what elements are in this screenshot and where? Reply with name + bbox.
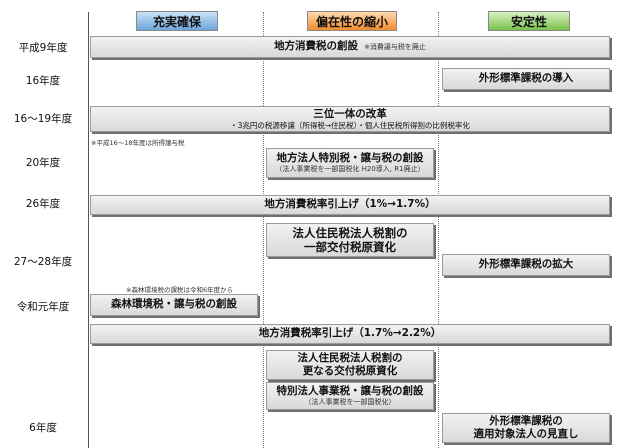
event-tokubetsu-hojin-jigyozei: 特別法人事業税・譲与税の創設 （法人事業税を一部国税化） xyxy=(266,382,434,410)
event-chiho-shohizei-sosetsu: 地方消費税の創設 ※消費譲与税を廃止 xyxy=(90,36,610,58)
event-title-line1: 外形標準課税の xyxy=(489,414,563,427)
event-zeiritsu-hikiage-2: 地方消費税率引上げ（1.7%→2.2%） xyxy=(90,324,610,344)
year-16-19: 16～19年度 xyxy=(13,113,73,125)
event-sub: （法人事業税を一部国税化） xyxy=(304,398,396,407)
event-title: 三位一体の改革 xyxy=(313,107,387,120)
year-20: 20年度 xyxy=(25,157,61,169)
column-line-left xyxy=(88,12,89,448)
event-gaikei-hyojun-donyu: 外形標準課税の導入 xyxy=(442,68,610,90)
column-line-mid-left xyxy=(263,12,264,448)
event-title: 地方消費税率引上げ（1.7%→2.2%） xyxy=(258,327,442,340)
column-line-mid-right xyxy=(438,12,439,448)
header-jujitsu-kakuho: 充実確保 xyxy=(136,11,218,31)
year-27-28: 27～28年度 xyxy=(13,256,73,268)
event-gaikei-hyojun-minaoshi: 外形標準課税の 適用対象法人の見直し xyxy=(442,413,610,443)
event-detail: ・3兆円の税源移譲（所得税→住民税）・個人住民税所得割の比例税率化 xyxy=(230,120,470,130)
header-henzaisei-shukusho: 偏在性の縮小 xyxy=(307,11,397,31)
event-title-line2: 一部交付税原資化 xyxy=(304,240,396,254)
event-sanmi-ittai-kaikaku: 三位一体の改革 ・3兆円の税源移譲（所得税→住民税）・個人住民税所得割の比例税率… xyxy=(90,106,610,132)
event-title-line2: 更なる交付税原資化 xyxy=(302,365,398,377)
year-reiwa1: 令和元年度 xyxy=(16,301,70,313)
event-title: 外形標準課税の導入 xyxy=(478,72,574,85)
year-16: 16年度 xyxy=(25,75,61,87)
event-note: ※消費譲与税を廃止 xyxy=(364,43,426,52)
event-title-line2: 適用対象法人の見直し xyxy=(473,428,579,440)
event-kofuzei-genshika: 法人住民税法人税割の 一部交付税原資化 xyxy=(266,223,434,257)
header-anteisei: 安定性 xyxy=(488,11,570,31)
year-heisei9: 平成9年度 xyxy=(18,42,68,54)
event-title: 外形標準課税の拡大 xyxy=(478,258,574,271)
event-chiho-hojin-tokubetsu: 地方法人特別税・譲与税の創設 （法人事業税を一部国税化 H20導入, R1廃止） xyxy=(266,148,434,178)
event-title: 地方消費税率引上げ（1%→1.7%） xyxy=(264,198,436,211)
year-6: 6年度 xyxy=(29,422,57,434)
event-title: 地方消費税の創設 xyxy=(274,40,359,53)
event-title-line1: 法人住民税法人税割の xyxy=(292,225,408,240)
event-sarani-kofuzei-genshika: 法人住民税法人税割の 更なる交付税原資化 xyxy=(266,350,434,380)
shinrin-kankyozei-note: ※森林環境税の課税は令和6年度から xyxy=(126,286,234,294)
event-zeiritsu-hikiage-1: 地方消費税率引上げ（1%→1.7%） xyxy=(90,195,610,215)
event-sub: （法人事業税を一部国税化 H20導入, R1廃止） xyxy=(275,165,425,174)
shotoku-joyozei-note: ※平成16～18年度は所得譲与税 xyxy=(91,139,185,147)
event-gaikei-hyojun-kakudai: 外形標準課税の拡大 xyxy=(442,254,610,276)
event-title: 森林環境税・譲与税の創設 xyxy=(111,298,237,311)
event-title-line1: 法人住民税法人税割の xyxy=(297,351,403,364)
event-title: 地方法人特別税・譲与税の創設 xyxy=(276,152,424,165)
year-26: 26年度 xyxy=(25,198,61,210)
event-shinrin-kankyozei: 森林環境税・譲与税の創設 xyxy=(90,294,258,316)
event-title: 特別法人事業税・譲与税の創設 xyxy=(276,385,424,398)
